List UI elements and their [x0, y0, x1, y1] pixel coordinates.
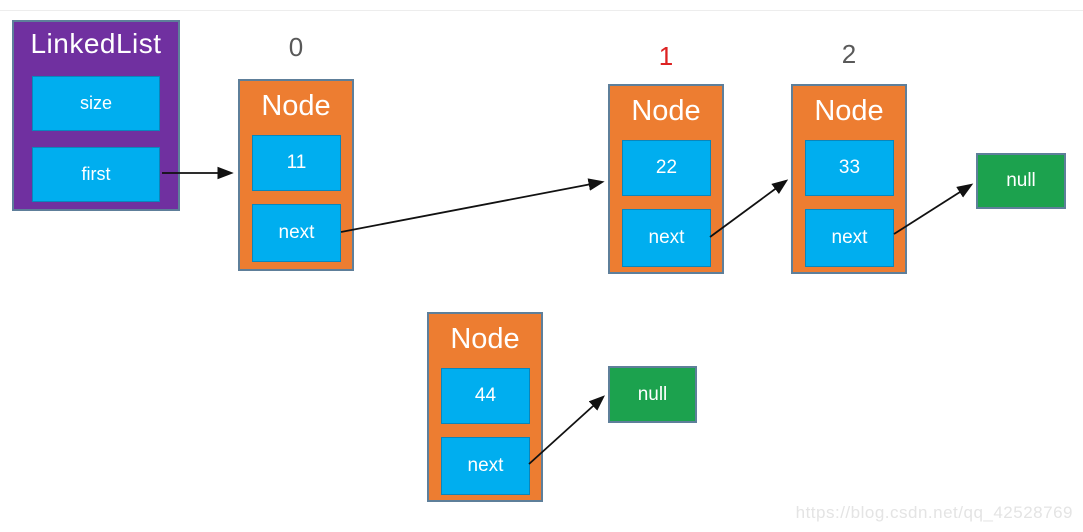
node-index-label-2: 2 [841, 39, 857, 69]
node-value-cell: 22 [622, 140, 711, 196]
node-next-cell: next [622, 209, 711, 267]
node-title: Node [631, 95, 701, 127]
node-title: Node [450, 323, 520, 355]
node-title: Node [814, 95, 884, 127]
node-box-3: Node 44 next [427, 312, 543, 502]
node-value-cell: 11 [252, 135, 341, 191]
node-box-1: Node 22 next [608, 84, 724, 274]
node-value-cell: 33 [805, 140, 894, 196]
node-index-label-0: 0 [288, 32, 304, 62]
node-box-0: Node 11 next [238, 79, 354, 271]
arrow-node0-next-to-node1 [340, 178, 605, 233]
node-value-cell: 44 [441, 368, 530, 424]
watermark-text: https://blog.csdn.net/qq_42528769 [795, 503, 1073, 522]
linkedlist-first-field: first [32, 147, 160, 202]
node-next-cell: next [441, 437, 530, 495]
node-title: Node [261, 90, 331, 122]
node-next-cell: next [805, 209, 894, 267]
node-box-2: Node 33 next [791, 84, 907, 274]
node-index-label-1: 1 [658, 41, 674, 71]
linkedlist-box: LinkedList size first [12, 20, 180, 211]
top-divider-line [0, 10, 1083, 11]
null-box-bottom: null [608, 366, 697, 423]
null-box-top: null [976, 153, 1066, 209]
node-next-cell: next [252, 204, 341, 262]
linkedlist-size-field: size [32, 76, 160, 131]
linkedlist-title: LinkedList [30, 28, 162, 59]
